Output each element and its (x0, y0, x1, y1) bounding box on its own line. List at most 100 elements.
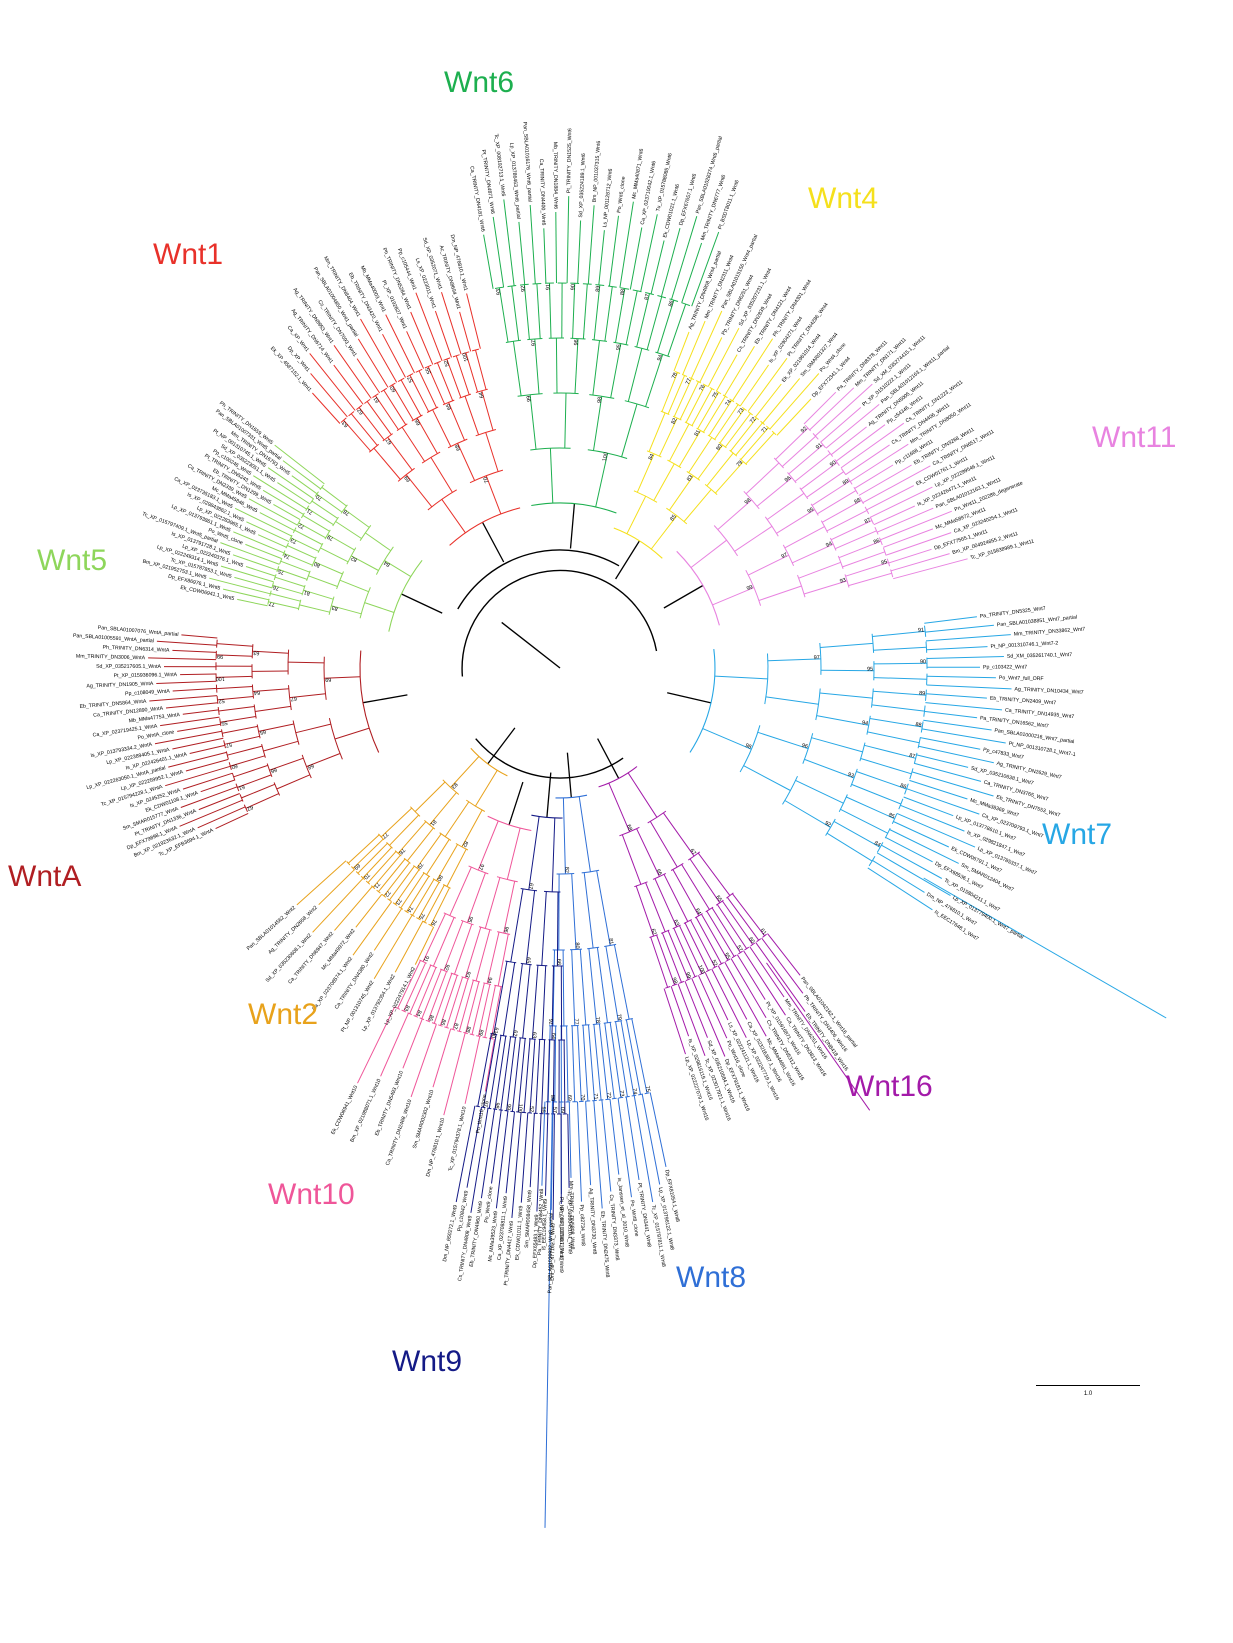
leaf-label: Lp_XP_022247914.1_Wnt2 (384, 966, 417, 1026)
leaf-branch (858, 464, 912, 496)
clade-node-wnt6 (511, 285, 520, 341)
clade-node-wnta (233, 764, 268, 778)
clade-node-wnt11 (775, 427, 809, 460)
leaf-branch (466, 293, 481, 349)
leaf-branch (373, 914, 413, 979)
bootstrap-value: 83 (686, 474, 694, 482)
clade-node-wnt1 (383, 389, 407, 426)
clade-subarc-wnt6 (527, 338, 543, 341)
clade-subarc-wnt10 (496, 876, 518, 883)
leaf-label: Ls_NP_001128712_Wnt6 (602, 168, 614, 227)
clade-node-wnt5 (365, 532, 391, 552)
leaf-branch (470, 1108, 489, 1213)
bootstrap-value: 61 (373, 395, 381, 403)
clade-node-wnt8 (562, 797, 566, 874)
bootstrap-value: 61 (238, 783, 246, 791)
clade-subarc-wnt5 (340, 504, 348, 514)
bootstrap-value: 70 (483, 476, 491, 484)
leaf-branch (415, 292, 443, 362)
bootstrap-value: 100 (696, 964, 705, 975)
clade-subarc-wnt10 (456, 1030, 462, 1033)
clade-node-wnt6 (615, 288, 626, 343)
clade-node-wnt4 (730, 417, 757, 452)
clade-node-wnt1 (418, 370, 438, 409)
clade-node-wnt10 (506, 827, 521, 880)
leaf-branch (814, 383, 873, 437)
bootstrap-value: 70 (315, 493, 323, 501)
clade-subarc-wnt4 (739, 458, 748, 466)
leaf-label: Tc_XP_015804510.1_Wnt9 (566, 1191, 573, 1254)
clade-subarc-wnt7 (802, 733, 814, 764)
leaf-branch (156, 680, 217, 684)
clade-node-wnt11 (745, 462, 780, 495)
clade-node-wnt1 (427, 366, 446, 405)
clade-subarc-wnt16 (672, 924, 681, 930)
leaf-branch (274, 444, 325, 485)
clade-subarc-wnt6 (595, 284, 605, 286)
clade-subarc-wnt1 (469, 469, 504, 484)
leaf-label: Mc_MMa39523_Wnt9 (487, 1211, 499, 1262)
clade-node-wnt6 (523, 284, 530, 340)
clade-subarc-wnt9 (536, 964, 548, 967)
clade-subarc-wnt16 (756, 938, 762, 943)
bootstrap-value: 82 (461, 840, 469, 848)
leaf-branch (360, 318, 398, 383)
clade-node-wnt7 (795, 779, 844, 804)
clade-node-wnt16 (732, 893, 765, 937)
clade-subarc-wnt7 (884, 827, 891, 839)
leaf-branch (491, 1110, 502, 1184)
clade-node-wnt9 (494, 1035, 507, 1110)
leaf-branch (536, 1113, 542, 1212)
bootstrap-value: 71 (372, 881, 381, 890)
clade-node-wnt8 (552, 949, 555, 1026)
leaf-branch (357, 1006, 396, 1084)
clade-node-wnt2 (367, 851, 397, 884)
clade-node-wnt16 (621, 834, 642, 885)
clade-subarc-wnt11 (713, 525, 739, 557)
bootstrap-value: 71 (306, 507, 314, 515)
leaf-branch (916, 754, 969, 768)
clade-subarc-wnt11 (812, 433, 819, 440)
leaf-branch (455, 1105, 476, 1203)
bootstrap-value: 52 (443, 359, 451, 367)
clade-node-wnt11 (811, 480, 851, 506)
bootstrap-value: 64 (694, 908, 702, 916)
clade-node-wnt10 (433, 973, 453, 1024)
leaf-branch (160, 716, 220, 727)
clade-subarc-wnt1 (443, 357, 451, 361)
clade-node-wnt1 (358, 407, 385, 441)
leaf-branch (906, 788, 980, 815)
clade-subarc-wnt6 (519, 283, 529, 286)
clade-node-wnt4 (636, 453, 655, 493)
clade-node-wnt16 (681, 864, 710, 910)
clade-subarc-wnt7 (838, 794, 848, 813)
bootstrap-value: 62 (511, 1030, 518, 1037)
clade-node-wnt8 (620, 1020, 635, 1096)
clade-node-wnt7 (826, 832, 873, 862)
clade-node-wnt16 (635, 885, 655, 937)
clade-node-wnt7 (873, 646, 927, 651)
leaf-label: Ca_XP_023710042.1_Wnt6 (640, 160, 658, 225)
clade-subarc-wnt6 (655, 351, 670, 358)
bootstrap-value: 66 (555, 959, 561, 965)
leaf-label: Pan_SBLA01038851_Wnt7_partial (997, 615, 1078, 629)
clade-node-wnt2 (352, 838, 384, 869)
leaf-branch (633, 1095, 654, 1203)
bootstrap-value: 83 (331, 604, 338, 611)
bootstrap-value: 91 (422, 954, 430, 962)
leaf-label: Pan_SBLA01000216_Wnt7_partial (994, 728, 1075, 745)
clade-node-wnt7 (867, 731, 920, 744)
clade-node-wnt9 (546, 1039, 550, 1114)
clade-subarc-wnt9 (520, 962, 532, 966)
leaf-branch (443, 1032, 466, 1116)
leaf-branch (334, 886, 373, 931)
leaf-branch (724, 345, 755, 397)
clade-node-wnt16 (726, 897, 760, 941)
clade-node-wnt16 (706, 910, 735, 957)
leaf-label: Pt_TRINITY_DN4871_Wnt6 (480, 149, 495, 214)
bootstrap-value: 78 (397, 847, 406, 856)
bootstrap-value: 72 (749, 416, 758, 425)
leaf-label: Pa_TRINITY_DN16562_Wnt7 (980, 715, 1050, 729)
bootstrap-value: 66 (655, 868, 663, 876)
bootstrap-value: 100 (462, 352, 470, 363)
